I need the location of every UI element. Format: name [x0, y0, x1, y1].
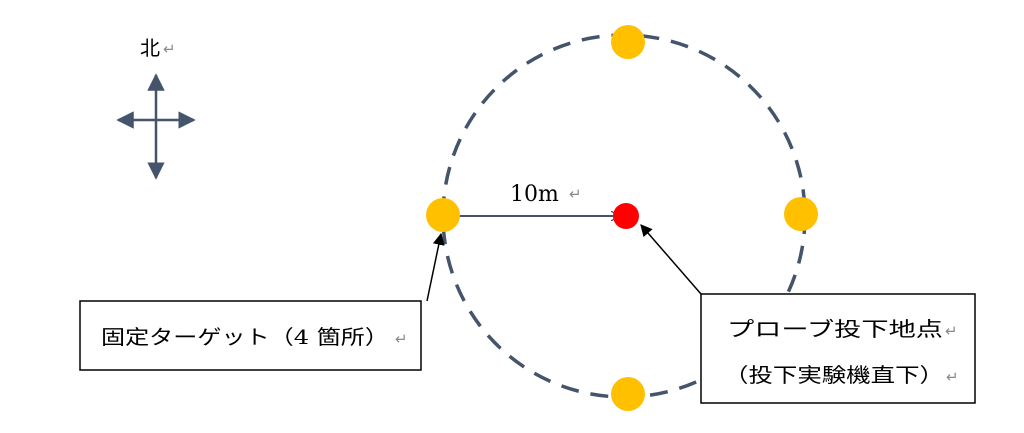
- probe-callout: プローブ投下地点 ↵ （投下実験機直下） ↵: [700, 293, 976, 404]
- distance-label: 10m: [510, 182, 559, 207]
- fixed-target-east: [784, 197, 818, 231]
- target-callout-text: 固定ターゲット（4 箇所）: [101, 325, 389, 349]
- probe-leader-line: [640, 224, 702, 295]
- fixed-target-south: [611, 377, 645, 411]
- probe-callout-return-mark-1: ↵: [945, 322, 958, 340]
- probe-callout-return-mark-2: ↵: [946, 368, 959, 386]
- probe-callout-line2: （投下実験機直下）: [724, 363, 944, 387]
- compass-cross-arrows-icon: [116, 73, 196, 180]
- north-return-mark: ↵: [163, 40, 176, 58]
- probe-callout-line1: プローブ投下地点: [727, 317, 943, 341]
- distance-return-mark: ↵: [569, 185, 582, 203]
- compass: 北 ↵: [116, 36, 196, 180]
- target-leader-line: [426, 232, 445, 302]
- north-label: 北: [140, 36, 160, 60]
- fixed-target-west: [426, 198, 460, 232]
- target-callout: 固定ターゲット（4 箇所） ↵: [79, 300, 422, 371]
- fixed-target-north: [611, 25, 645, 59]
- probe-drop-point: [613, 203, 639, 229]
- target-callout-return-mark: ↵: [395, 330, 408, 348]
